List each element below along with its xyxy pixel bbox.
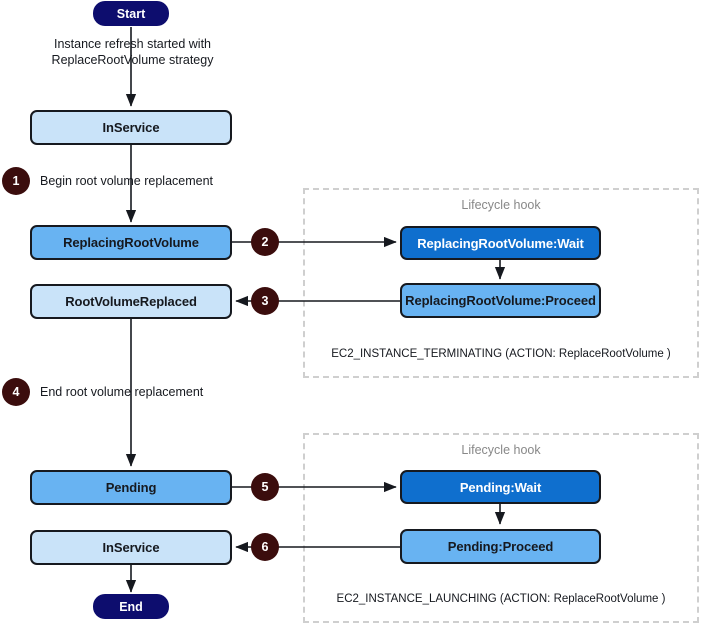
node-pending-proceed: Pending:Proceed	[400, 529, 601, 564]
badge-3-label: 3	[261, 294, 269, 308]
end-terminal-label: End	[119, 599, 143, 614]
start-terminal-label: Start	[116, 6, 146, 21]
edge-label-start-to-inservice: Instance refresh started with ReplaceRoo…	[51, 37, 214, 67]
badge-2: 2	[251, 228, 279, 256]
edge-label-begin-replacement: Begin root volume replacement	[40, 174, 214, 188]
end-terminal: End	[93, 594, 169, 619]
node-pending-wait-label: Pending:Wait	[459, 479, 542, 495]
node-replacing-root-volume: ReplacingRootVolume	[30, 225, 232, 260]
node-pending: Pending	[30, 470, 232, 505]
lifecycle-hook-panel-launching: Lifecycle hook EC2_INSTANCE_LAUNCHING (A…	[303, 433, 699, 623]
node-pending-proceed-label: Pending:Proceed	[447, 539, 554, 554]
node-root-volume-replaced-label: RootVolumeReplaced	[65, 294, 197, 309]
badge-4-label: 4	[12, 385, 20, 399]
badge-4: 4	[2, 378, 30, 406]
badge-3: 3	[251, 287, 279, 315]
badge-5-label: 5	[261, 480, 269, 494]
node-inservice-bottom: InService	[30, 530, 232, 565]
lifecycle-hook-title-terminating: Lifecycle hook	[461, 198, 541, 212]
node-replacing-root-volume-proceed-label: ReplacingRootVolume:Proceed	[405, 293, 596, 308]
badge-1: 1	[2, 167, 30, 195]
node-replacing-root-volume-label: ReplacingRootVolume	[63, 235, 199, 250]
badge-2-label: 2	[261, 235, 269, 249]
edge-label-end-replacement: End root volume replacement	[40, 385, 204, 399]
lifecycle-hook-title-launching: Lifecycle hook	[461, 443, 541, 457]
node-root-volume-replaced: RootVolumeReplaced	[30, 284, 232, 319]
start-terminal: Start	[93, 1, 169, 26]
node-replacing-root-volume-wait: ReplacingRootVolume:Wait	[400, 226, 601, 260]
node-pending-label: Pending	[105, 480, 157, 495]
node-inservice-top-label: InService	[102, 120, 160, 135]
node-inservice-top: InService	[30, 110, 232, 145]
lifecycle-hook-footer-terminating: EC2_INSTANCE_TERMINATING (ACTION: Replac…	[331, 348, 671, 360]
badge-6-label: 6	[261, 540, 269, 554]
lifecycle-hook-footer-launching: EC2_INSTANCE_LAUNCHING (ACTION: ReplaceR…	[336, 593, 666, 605]
lifecycle-hook-panel-terminating: Lifecycle hook EC2_INSTANCE_TERMINATING …	[303, 188, 699, 378]
node-inservice-bottom-label: InService	[102, 540, 160, 555]
badge-5: 5	[251, 473, 279, 501]
node-replacing-root-volume-proceed: ReplacingRootVolume:Proceed	[400, 283, 601, 318]
node-pending-wait: Pending:Wait	[400, 470, 601, 504]
node-replacing-root-volume-wait-label: ReplacingRootVolume:Wait	[417, 235, 584, 251]
badge-6: 6	[251, 533, 279, 561]
badge-1-label: 1	[12, 174, 20, 188]
